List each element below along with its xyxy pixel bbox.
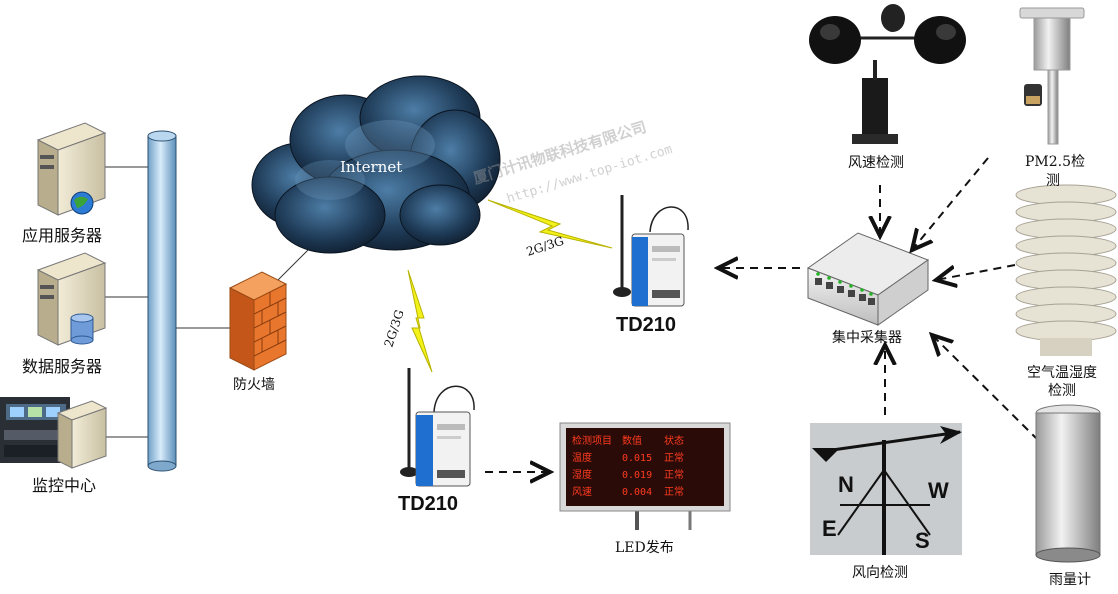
led-cell: 0.004 — [622, 487, 652, 498]
app-server-icon — [36, 122, 107, 216]
monitor-center-photo — [0, 397, 108, 469]
led-cell: 正常 — [664, 485, 684, 498]
air-temp-humidity-sensor-photo — [1015, 184, 1117, 356]
wind-vane-photo: N W E S — [810, 423, 962, 555]
link-label-top: 2G/3G — [525, 234, 566, 259]
pm25-sensor-photo — [1019, 7, 1085, 145]
monitor-center-label: 监控中心 — [32, 476, 97, 495]
firewall-icon — [228, 271, 288, 371]
wireless-link-left — [407, 269, 433, 373]
td210-top-label: TD210 — [616, 314, 677, 336]
led-cell: 0.015 — [622, 453, 652, 464]
internet-cloud — [251, 75, 501, 254]
td210-modem-bottom — [400, 368, 475, 487]
wind-speed-label: 风速检测 — [848, 155, 904, 171]
link-label-left: 2G/3G — [382, 308, 407, 349]
led-cell: 正常 — [664, 451, 684, 464]
led-cell: 温度 — [572, 451, 592, 464]
air-label-line1: 空气温湿度 — [1027, 365, 1097, 381]
led-cell: 湿度 — [572, 468, 592, 481]
anemometer-photo — [809, 4, 966, 144]
svg-text:E: E — [822, 516, 837, 541]
led-cell: 检测项目 — [572, 434, 612, 447]
wind-dir-label: 风向检测 — [852, 565, 908, 581]
td210-modem-top — [613, 195, 689, 307]
pm25-label-line2: 测 — [1046, 173, 1060, 189]
pm25-label-line1: PM2.5检 — [1025, 154, 1086, 170]
air-label-line2: 检测 — [1048, 383, 1076, 399]
wireless-link-right — [487, 199, 613, 249]
network-bus-pipe — [147, 130, 177, 472]
rain-gauge-photo — [1035, 404, 1101, 563]
app-server-label: 应用服务器 — [22, 226, 103, 245]
watermark: 厦门计讯物联科技有限公司 http://www.top-iot.com — [471, 118, 674, 207]
td210-bottom-label: TD210 — [398, 493, 459, 515]
led-cell: 状态 — [664, 434, 684, 447]
led-cell: 0.019 — [622, 470, 652, 481]
collector-hub — [806, 232, 930, 326]
led-label: LED发布 — [615, 540, 674, 556]
firewall-label: 防火墙 — [233, 377, 275, 393]
svg-text:S: S — [915, 528, 930, 553]
led-cell: 风速 — [572, 486, 592, 498]
data-server-icon — [36, 252, 107, 346]
led-cell: 数值 — [622, 434, 642, 447]
led-cell: 正常 — [664, 468, 684, 481]
svg-text:W: W — [928, 478, 949, 503]
data-server-label: 数据服务器 — [22, 357, 103, 376]
rain-label: 雨量计 — [1049, 572, 1091, 588]
svg-text:N: N — [838, 472, 854, 497]
internet-label: Internet — [340, 158, 402, 176]
data-flow-arrows — [485, 157, 1039, 472]
collector-label: 集中采集器 — [832, 330, 902, 346]
